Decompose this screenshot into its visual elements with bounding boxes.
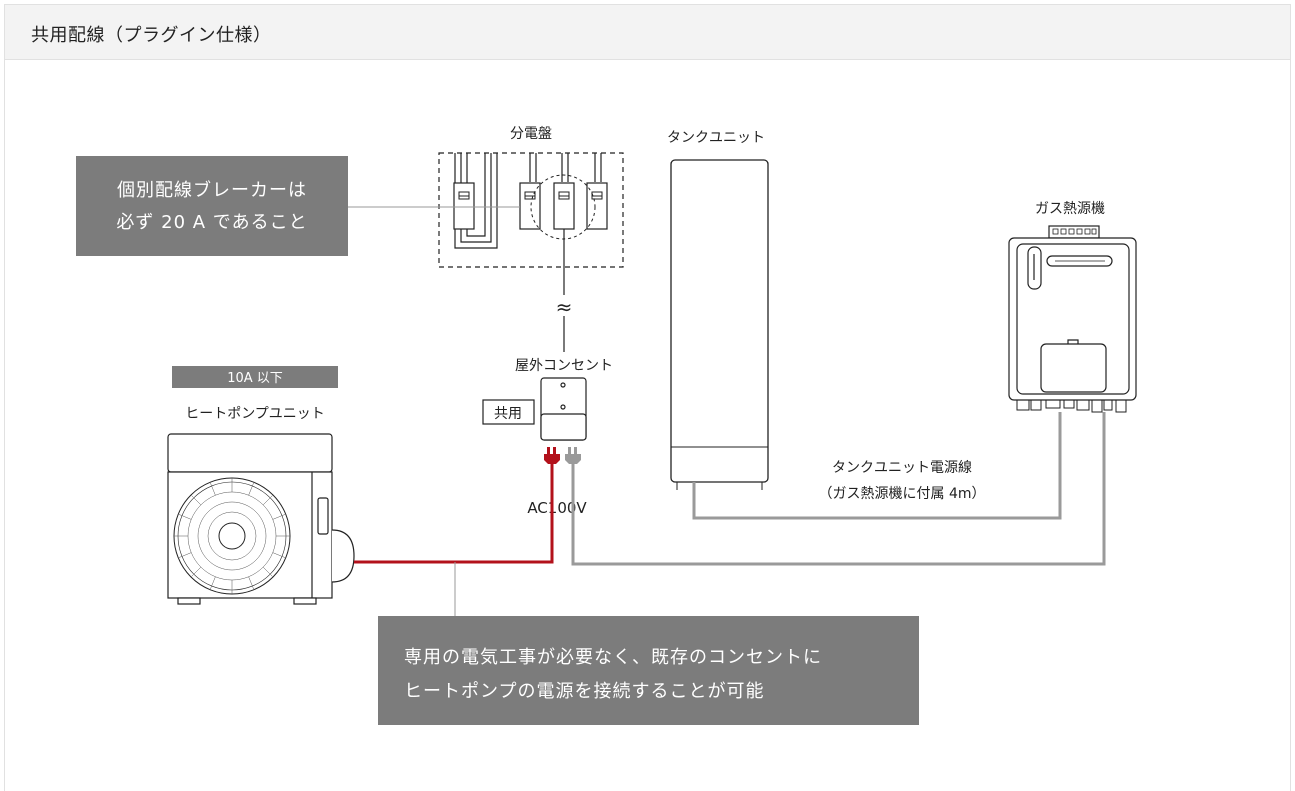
live-wire	[354, 480, 554, 564]
benefit-note-line1: 専用の電気工事が必要なく、既存のコンセントに	[404, 647, 822, 668]
voltage-label: AC100V	[527, 499, 587, 517]
current-badge-box	[172, 366, 338, 388]
page-title: 共用配線（プラグイン仕様）	[31, 25, 272, 46]
outdoor-outlet	[540, 377, 587, 441]
shared-tag-box	[482, 399, 535, 425]
tank-cable-label-2: （ガス熱源機に付属 4m）	[819, 486, 986, 502]
benefit-note-box	[378, 616, 919, 725]
diagram-frame: 共用配線（プラグイン仕様）	[4, 4, 1291, 791]
breaker-note-line1: 個別配線ブレーカーは	[117, 179, 307, 201]
breaker-note-line2: 必ず 20 A であること	[116, 212, 307, 233]
gas-heat-source-unit	[1008, 225, 1137, 413]
outlet-to-gas-wire	[571, 412, 1106, 566]
shared-tag: 共用	[494, 406, 522, 422]
tank-unit	[670, 159, 769, 490]
gas-unit-label: ガス熱源機	[1035, 201, 1105, 217]
tank-cable-label-1: タンクユニット電源線	[832, 460, 972, 476]
approx-symbol: ≈	[556, 295, 573, 319]
red-plug-icon	[544, 447, 560, 480]
breaker-note-box	[76, 156, 348, 256]
heat-pump-unit	[167, 433, 355, 605]
heat-pump-label: ヒートポンプユニット	[185, 406, 325, 422]
gray-plug-icon	[565, 447, 581, 480]
outdoor-outlet-label: 屋外コンセント	[515, 358, 613, 374]
header-bar: 共用配線（プラグイン仕様）	[5, 5, 1290, 60]
tank-unit-label: タンクユニット	[667, 130, 765, 146]
current-badge: 10A 以下	[227, 371, 283, 386]
tank-power-cable	[692, 412, 1062, 520]
benefit-note-line2: ヒートポンプの電源を接続することが可能	[404, 681, 764, 702]
breaker-panel	[438, 152, 624, 352]
breaker-panel-label: 分電盤	[510, 126, 552, 142]
